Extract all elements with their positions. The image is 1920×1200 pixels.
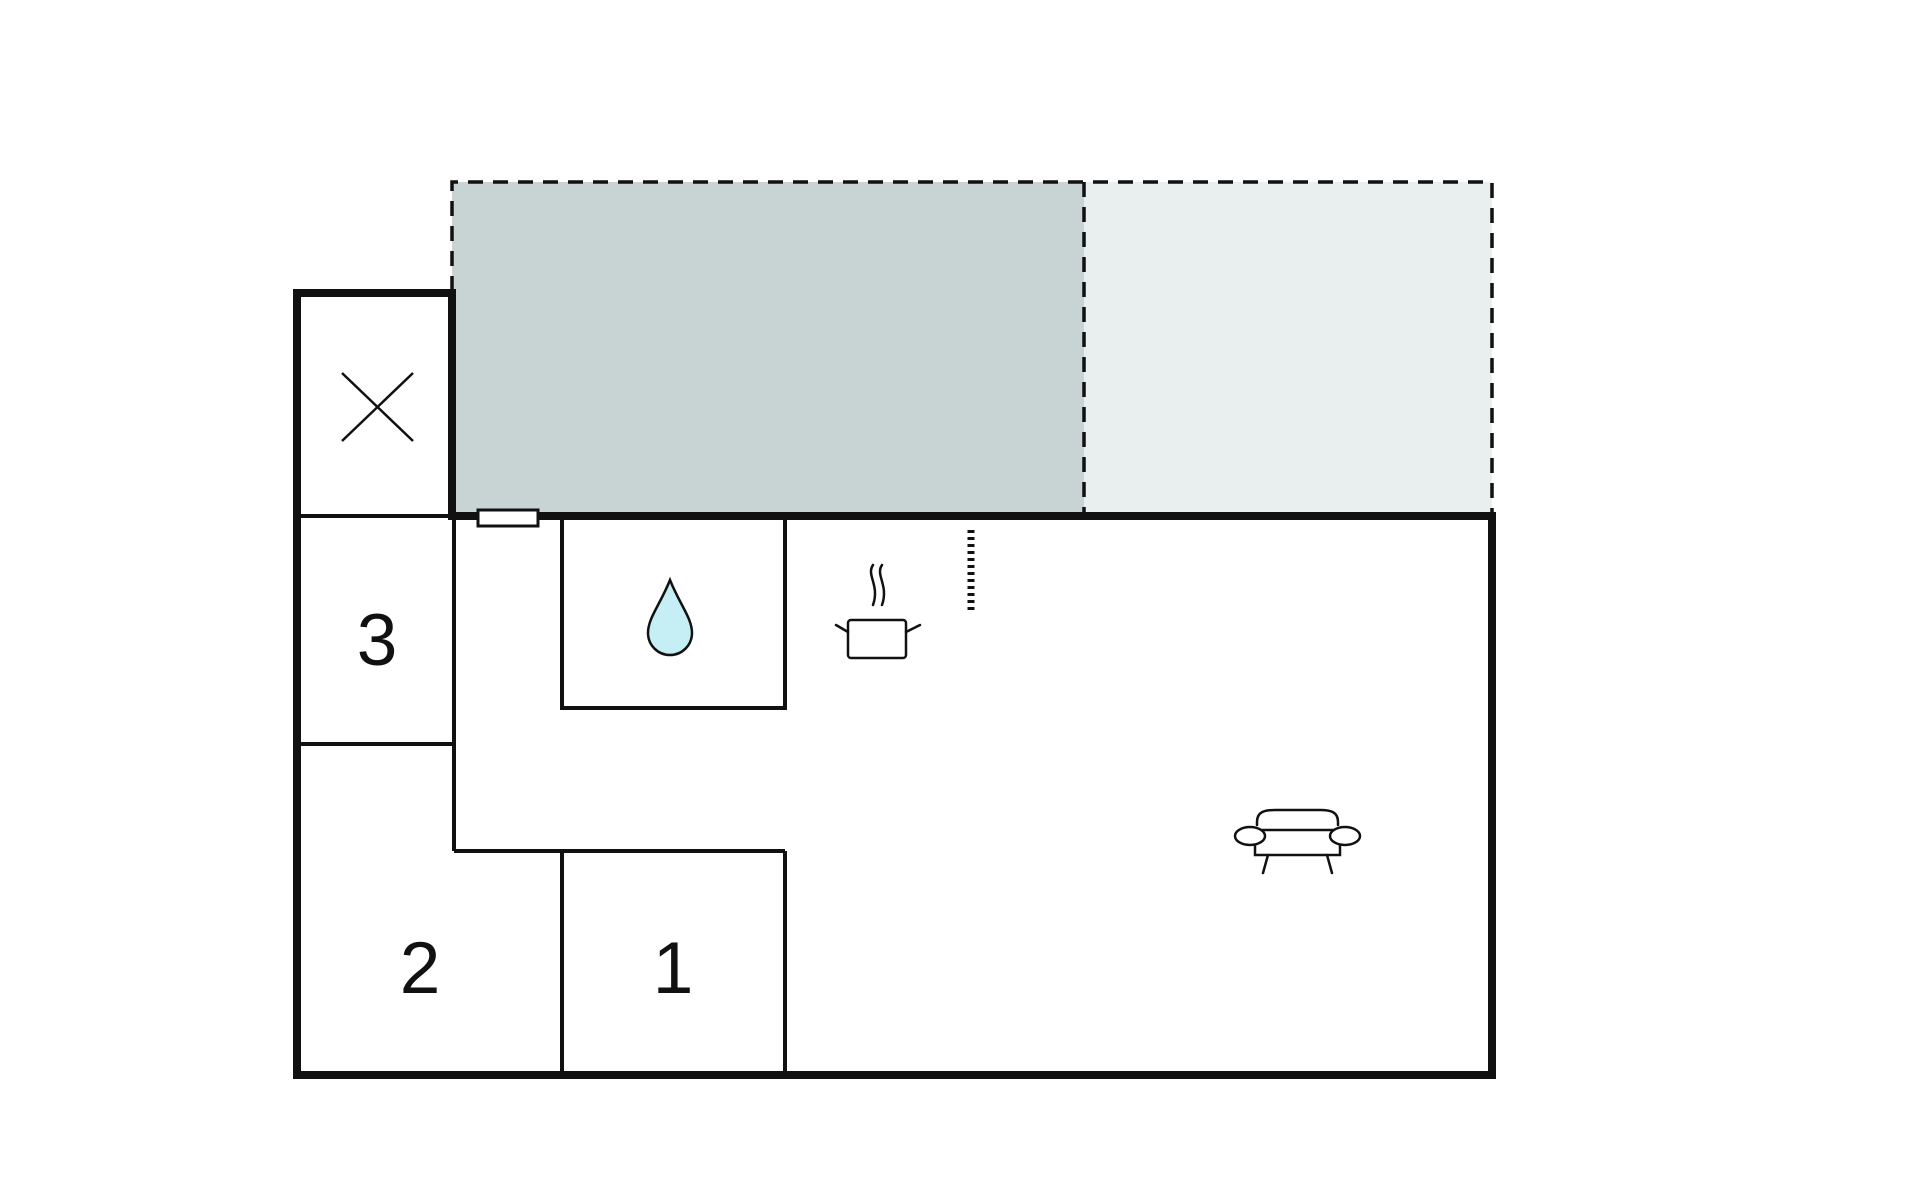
covered-terrace-area [452, 182, 1084, 516]
open-terrace-area [1084, 182, 1492, 516]
room-1-number: 1 [653, 928, 694, 1009]
outer-wall [293, 289, 1496, 1079]
room-3-number: 3 [357, 600, 398, 681]
interior-walls [297, 514, 787, 1073]
water-drop-icon [646, 576, 694, 657]
doorway-marker [476, 508, 540, 528]
terrace-dashed-outline [450, 180, 1494, 516]
sofa-icon [1233, 808, 1362, 875]
room-2-number: 2 [400, 928, 441, 1009]
cross-icon [341, 372, 414, 442]
cooking-pot-icon [834, 563, 922, 660]
